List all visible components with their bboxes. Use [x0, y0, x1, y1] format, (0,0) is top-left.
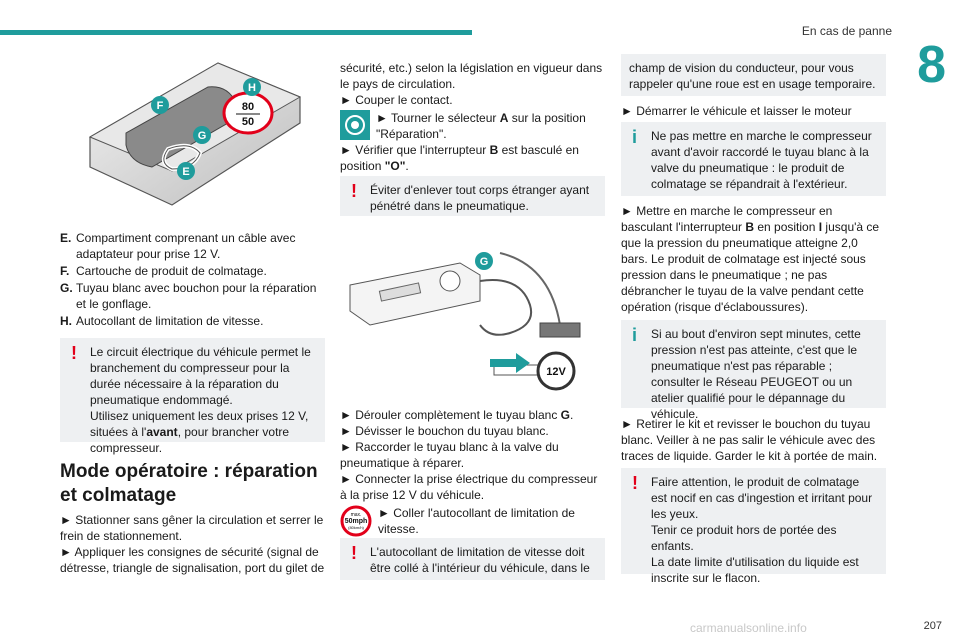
socket-12v: [536, 351, 576, 391]
speed-sticker-bottom: 50: [242, 116, 254, 128]
section-title: Mode opératoire : réparation et colmatag…: [60, 461, 318, 506]
label-h-icon: [243, 78, 261, 96]
speed-sticker-top: 80: [242, 101, 254, 113]
info-note-compressor: i Ne pas mettre en marche le compresseur…: [621, 122, 886, 196]
watermark: carmanualsonline.info: [690, 621, 807, 635]
col1-steps: ► Stationner sans gêner la circulation e…: [60, 513, 325, 575]
label-g-icon: [193, 126, 211, 144]
figure-legend: E.Compartiment comprenant un câble avec …: [60, 230, 325, 330]
warning-icon: !: [632, 473, 638, 493]
svg-text:12V: 12V: [546, 366, 566, 378]
svg-text:F: F: [157, 100, 164, 112]
hose: [479, 279, 532, 336]
selector-step: ► Tourner le sélecteur A sur la position…: [340, 110, 605, 142]
run-step: ► Mettre en marche le compresseur en bas…: [621, 204, 880, 314]
label-g-icon: [475, 252, 493, 270]
warning-note-toxic: ! Faire attention, le produit de colmata…: [621, 468, 886, 585]
legend-item: E.Compartiment comprenant un câble avec …: [60, 231, 296, 261]
col2-steps: ► Dérouler complètement le tuyau blanc G…: [340, 407, 605, 537]
svg-text:max.: max.: [351, 512, 362, 518]
info-note-pressure: i Si au bout d'environ sept minutes, cet…: [621, 320, 886, 421]
warning-icon: !: [351, 181, 357, 201]
compressor-connection-illustration: G 12V: [349, 252, 581, 391]
warning-note-foreign-body: ! Éviter d'enlever tout corps étranger a…: [340, 176, 605, 216]
info-icon: i: [632, 127, 638, 147]
note-continued: champ de vision du conducteur, pour vous…: [621, 54, 886, 96]
svg-text:G: G: [480, 256, 489, 268]
svg-text:(80km/h): (80km/h): [348, 525, 364, 530]
tire-arc: [499, 252, 561, 326]
label-f-icon: [151, 96, 169, 114]
remove-step: ► Retirer le kit et revisser le bouchon …: [621, 417, 878, 463]
speed-limit-sticker-icon: max. 50mph (80km/h): [340, 505, 372, 537]
label-e-icon: [177, 162, 195, 180]
svg-text:H: H: [248, 82, 256, 94]
sticker-step: max. 50mph (80km/h) ► Coller l'autocolla…: [340, 505, 605, 537]
svg-text:50mph: 50mph: [345, 518, 368, 525]
repair-selector-icon: [340, 110, 370, 140]
warning-note-electrical: ! Le circuit électrique du véhicule perm…: [60, 338, 325, 455]
svg-text:E: E: [182, 166, 189, 178]
svg-text:G: G: [198, 130, 207, 142]
warning-icon: !: [351, 543, 357, 563]
power-plug: [539, 322, 581, 338]
legend-item: G.Tuyau blanc avec bouchon pour la répar…: [60, 281, 317, 311]
info-icon: i: [632, 325, 638, 345]
repair-kit-illustration: 80 50 F H G E: [88, 62, 302, 206]
header-accent-bar: [0, 30, 472, 35]
legend-item: H.Autocollant de limitation de vitesse.: [60, 314, 264, 328]
warning-icon: !: [71, 343, 77, 363]
page-number: 207: [923, 620, 942, 632]
arrow-icon: [490, 353, 530, 373]
col2-top: sécurité, etc.) selon la législation en …: [340, 60, 605, 174]
chapter-number: 8: [917, 36, 946, 94]
legend-item: F.Cartouche de produit de colmatage.: [60, 264, 267, 278]
warning-note-sticker: ! L'autocollant de limitation de vitesse…: [340, 538, 605, 580]
page-header-title: En cas de panne: [801, 24, 892, 38]
